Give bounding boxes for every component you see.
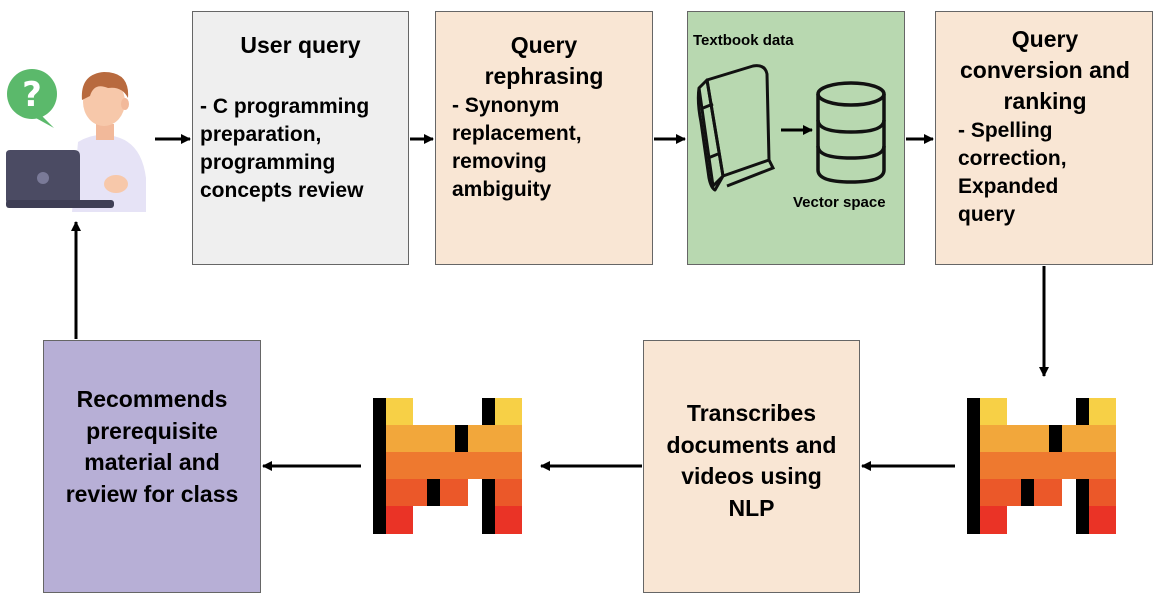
mistral-logo-icon — [373, 398, 522, 534]
user-query-box — [192, 11, 409, 265]
svg-text:?: ? — [22, 75, 42, 115]
transcribes-title: Transcribes documents and videos using N… — [666, 400, 837, 522]
recommends-box — [43, 340, 261, 593]
database-icon — [816, 81, 886, 184]
query-rephrasing-title: Query rephrasing — [484, 32, 604, 90]
query-rephrasing-box — [435, 11, 653, 265]
mistral-logo-icon — [967, 398, 1116, 534]
user-query-body: - C programming preparation, programming… — [200, 95, 370, 202]
textbook-data-label: Textbook data — [693, 32, 794, 49]
transcribes-box — [643, 340, 860, 593]
vector-space-label: Vector space — [793, 194, 886, 211]
question-bubble-icon: ? — [7, 69, 57, 128]
query-conversion-body: - Spelling correction, Expanded query — [958, 119, 1067, 226]
recommends-title: Recommends prerequisite material and rev… — [65, 386, 239, 508]
query-conversion-title: Query conversion and ranking — [960, 26, 1130, 115]
book-icon — [696, 64, 776, 192]
textbook-data-box — [687, 11, 905, 265]
user-query-title: User query — [240, 32, 361, 58]
query-rephrasing-body: - Synonym replacement, removing ambiguit… — [452, 94, 582, 201]
user-at-laptop-icon: ? — [6, 69, 146, 212]
query-conversion-box — [935, 11, 1153, 265]
